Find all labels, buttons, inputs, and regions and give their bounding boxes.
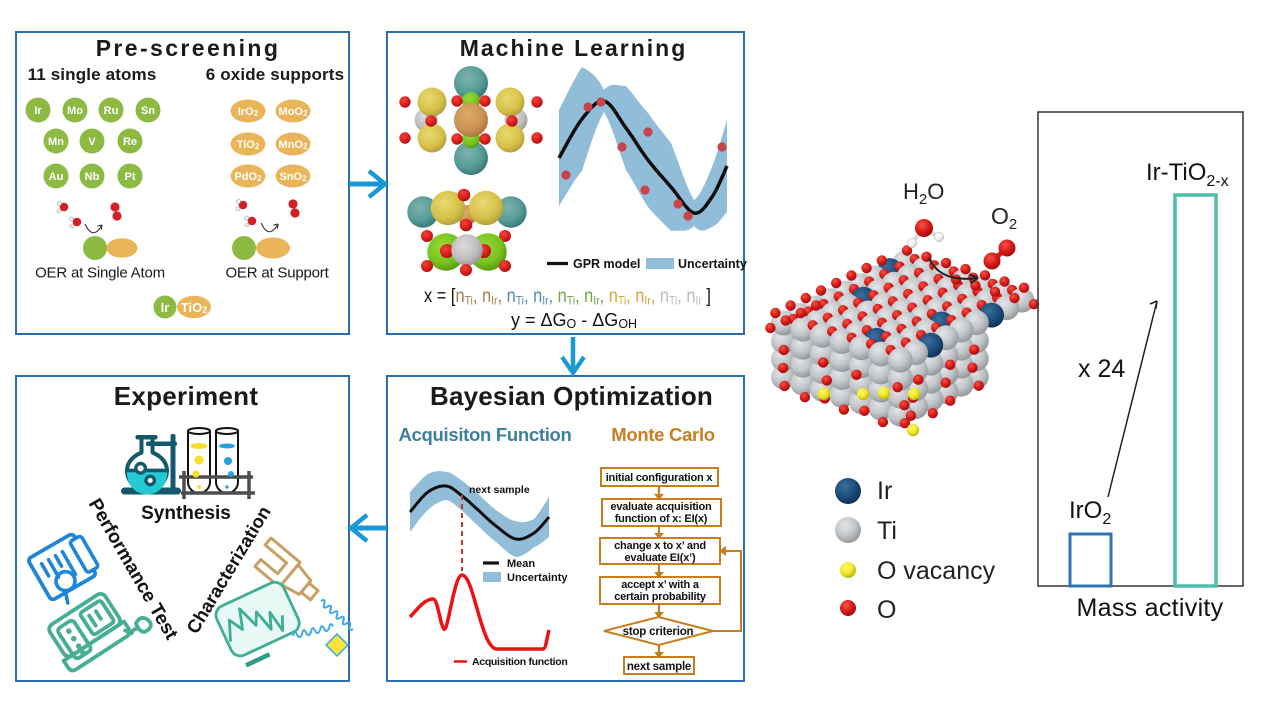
svg-text:Mean: Mean xyxy=(507,558,535,570)
svg-text:11 single atoms: 11 single atoms xyxy=(28,65,157,84)
svg-text:MoO2: MoO2 xyxy=(279,106,308,118)
svg-text:Uncertainty: Uncertainty xyxy=(507,572,568,584)
svg-text:PdO2: PdO2 xyxy=(234,171,262,183)
svg-text:change x to x’ and: change x to x’ and xyxy=(614,540,706,552)
svg-text:O2: O2 xyxy=(991,203,1017,233)
svg-text:Mass activity: Mass activity xyxy=(1077,594,1224,622)
svg-text:GPR model: GPR model xyxy=(573,257,640,271)
svg-text:IrO2: IrO2 xyxy=(1069,497,1111,528)
svg-text:next sample: next sample xyxy=(627,661,691,673)
svg-text:H2O: H2O xyxy=(903,179,944,208)
svg-text:accept x’ with a: accept x’ with a xyxy=(621,579,700,591)
svg-text:TiO2: TiO2 xyxy=(181,300,207,315)
svg-text:Synthesis: Synthesis xyxy=(141,503,231,524)
svg-text:next sample: next sample xyxy=(469,484,530,496)
svg-text:Au: Au xyxy=(49,171,64,183)
svg-text:Acquisiton Function: Acquisiton Function xyxy=(398,424,571,445)
svg-text:function of x: EI(x): function of x: EI(x) xyxy=(615,513,708,525)
svg-text:certain probability: certain probability xyxy=(614,591,707,603)
svg-text:x 24: x 24 xyxy=(1078,355,1125,383)
svg-text:Sn: Sn xyxy=(141,105,155,117)
svg-text:stop criterion: stop criterion xyxy=(623,626,694,638)
svg-text:Nb: Nb xyxy=(85,171,100,183)
svg-text:V: V xyxy=(88,136,96,148)
svg-text:O vacancy: O vacancy xyxy=(877,557,996,585)
svg-text:Ru: Ru xyxy=(104,105,119,117)
svg-text:evaluate acquisition: evaluate acquisition xyxy=(610,501,712,513)
svg-text:Acquisition function: Acquisition function xyxy=(472,656,568,668)
svg-text:OER at Single Atom: OER at Single Atom xyxy=(35,265,165,282)
svg-text:6 oxide supports: 6 oxide supports xyxy=(206,65,344,84)
svg-text:OER at Support: OER at Support xyxy=(225,265,329,282)
svg-text:initial configuration x: initial configuration x xyxy=(606,472,714,484)
svg-text:IrO2: IrO2 xyxy=(238,106,259,118)
svg-text:SnO2: SnO2 xyxy=(279,171,307,183)
svg-text:evaluate EI(x’): evaluate EI(x’) xyxy=(625,552,697,564)
svg-text:Ir-TiO2-x: Ir-TiO2-x xyxy=(1146,159,1229,190)
svg-text:Ir: Ir xyxy=(34,105,42,117)
svg-text:Ir: Ir xyxy=(877,477,892,505)
svg-text:Ir: Ir xyxy=(161,300,170,315)
svg-text:y = ΔGO - ΔGOH: y = ΔGO - ΔGOH xyxy=(511,310,637,331)
svg-text:O: O xyxy=(877,596,896,624)
svg-text:Pt: Pt xyxy=(125,171,136,183)
svg-text:Ti: Ti xyxy=(877,517,897,545)
svg-text:TiO2: TiO2 xyxy=(237,139,260,151)
svg-text:Uncertainty: Uncertainty xyxy=(678,257,747,271)
svg-text:MnO2: MnO2 xyxy=(279,139,308,151)
svg-text:Mo: Mo xyxy=(67,105,83,117)
svg-text:Monte Carlo: Monte Carlo xyxy=(611,424,715,445)
svg-text:x = [nTi, nIr, nTi, nIr, nTi,: x = [nTi, nIr, nTi, nIr, nTi, nIr, nTi, … xyxy=(424,286,711,308)
svg-text:Re: Re xyxy=(123,136,137,148)
svg-text:Mn: Mn xyxy=(48,136,64,148)
